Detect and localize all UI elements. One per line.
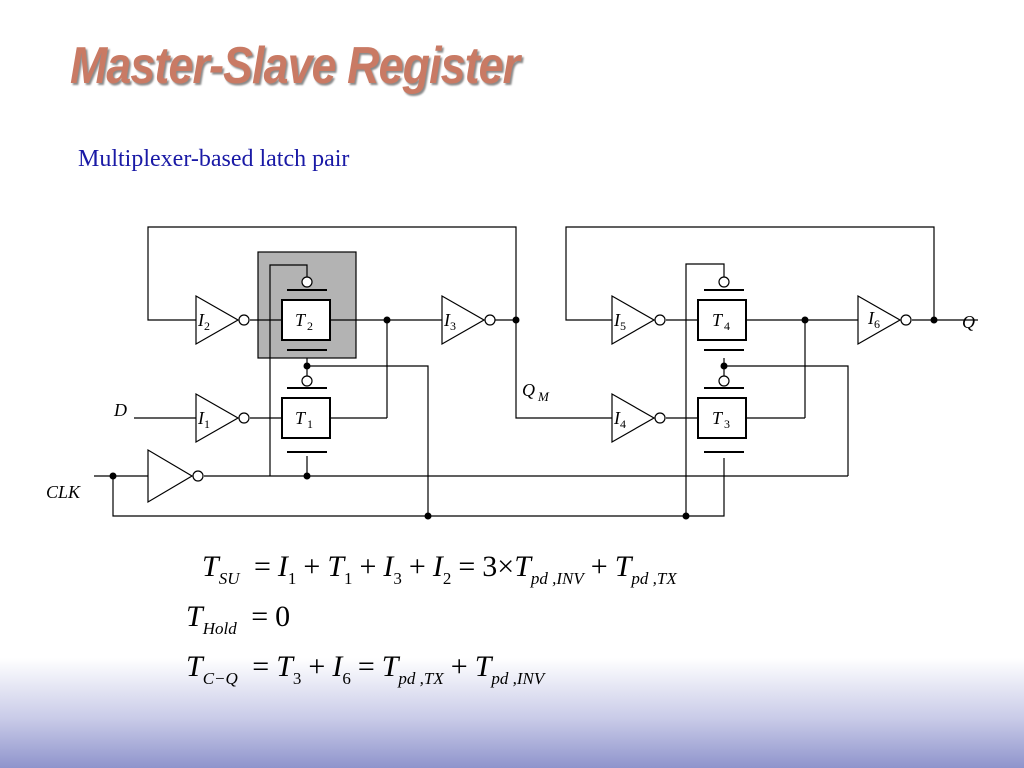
equation-clkq-rhs: =T3+I6=Tpd ,TX+Tpd ,INV [252,650,545,688]
wire-clkb-t3t4 [724,365,849,476]
equation-setup-rhs: =I1+T1+I3+I2=3×Tpd ,INV+Tpd ,TX [253,550,677,588]
wire-qm [515,320,612,419]
label-i1: I1 [197,408,210,431]
wire-clk-bottom [112,458,725,517]
wire-clk-t1t2 [307,365,429,516]
wire-slave-loop [565,226,935,321]
label-q: Q [962,312,975,332]
label-i3: I3 [443,310,456,333]
tgate-t1 [281,375,331,453]
tgate-t4 [697,276,747,351]
equation-hold-time: THold =0 [186,600,291,638]
inverter-i1 [195,392,250,444]
inverter-i4 [611,392,666,444]
slide-title: Master-Slave Register [70,37,520,95]
footer-gradient [0,658,1024,768]
inverter-i2 [195,294,250,346]
label-d: D [113,400,127,420]
label-i4: I4 [613,408,626,431]
wire-clk-t4 [685,263,725,516]
junction-dots [109,316,938,520]
label-i5: I5 [613,310,626,333]
label-i6: I6 [867,308,880,331]
label-i2: I2 [197,310,210,333]
slide-subtitle: Multiplexer-based latch pair [78,146,350,172]
label-clk: CLK [46,482,81,502]
inverter-clk [147,448,204,504]
equation-setup-time: TSU =I1+T1+I3+I2=3×Tpd ,INV+Tpd ,TX [202,550,677,588]
tgate-t3 [697,375,747,453]
equation-hold-rhs: =0 [251,600,291,633]
inverter-i3 [441,294,496,346]
tgate-t2 [281,276,331,351]
inverter-i6 [857,294,912,346]
inverter-i5 [611,294,666,346]
wire-clkb-t2 [269,264,308,476]
equation-clk-q: TC−Q =T3+I6=Tpd ,TX+Tpd ,INV [186,650,545,688]
wire-master-loop [147,226,517,321]
